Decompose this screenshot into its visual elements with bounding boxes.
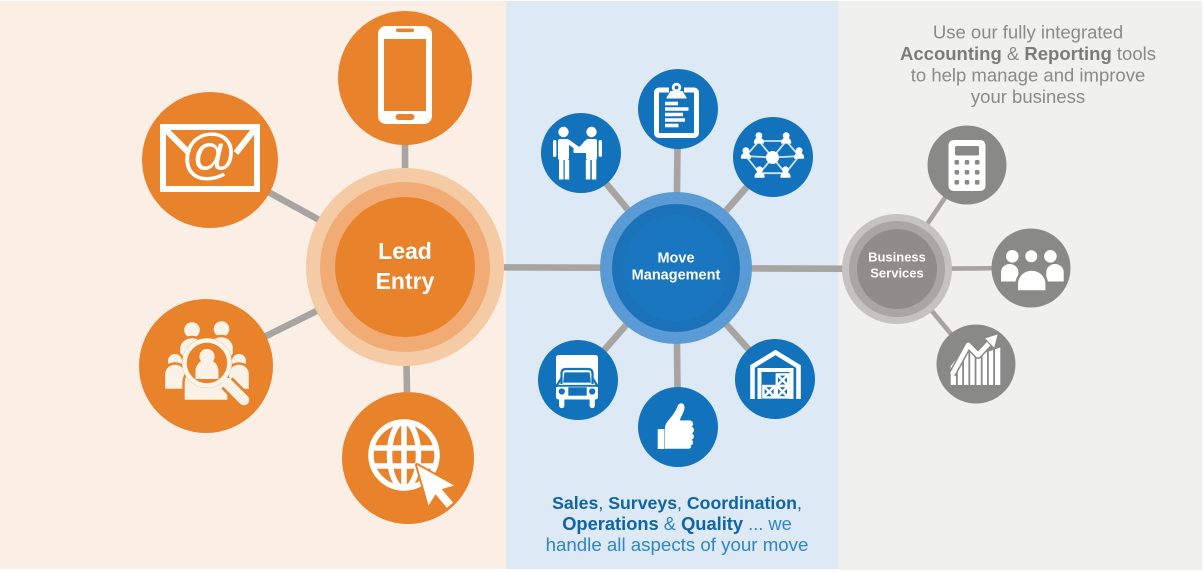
svg-text:Operations & Quality ... we: Operations & Quality ... we	[562, 513, 792, 534]
svg-text:Use our fully integrated: Use our fully integrated	[933, 22, 1123, 43]
svg-text:to help manage and improve: to help manage and improve	[911, 65, 1145, 86]
svg-text:Sales, Surveys, Coordination,: Sales, Surveys, Coordination,	[552, 493, 802, 513]
svg-text:Services: Services	[870, 266, 924, 281]
svg-text:Management: Management	[632, 268, 721, 284]
svg-text:@: @	[181, 122, 238, 185]
svg-text:your business: your business	[971, 86, 1085, 107]
svg-text:handle all aspects of your mov: handle all aspects of your move	[546, 534, 809, 555]
svg-text:Accounting & Reporting tools: Accounting & Reporting tools	[900, 43, 1156, 64]
svg-text:Lead: Lead	[378, 238, 432, 264]
svg-text:Move: Move	[657, 251, 694, 267]
svg-text:Entry: Entry	[376, 268, 435, 294]
svg-text:Business: Business	[868, 250, 926, 265]
